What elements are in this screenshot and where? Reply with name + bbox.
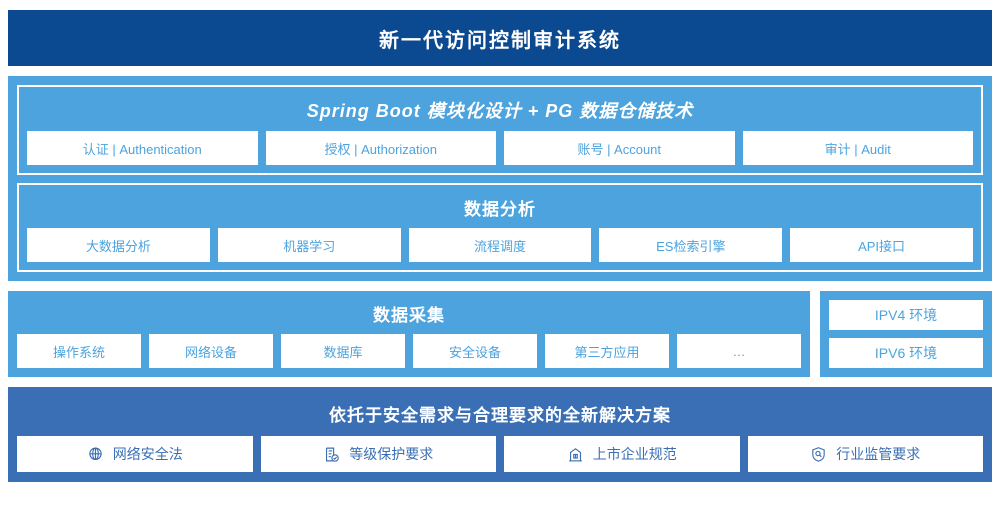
modules-subpanel: Spring Boot 模块化设计 + PG 数据仓储技术 认证 | Authe… — [17, 85, 983, 175]
collection-chip-list: 操作系统 网络设备 数据库 安全设备 第三方应用 … — [17, 334, 801, 368]
analysis-chip-list: 大数据分析 机器学习 流程调度 ES检索引擎 API接口 — [27, 228, 973, 262]
compliance-panel-title: 依托于安全需求与合理要求的全新解决方案 — [329, 406, 671, 425]
compliance-chip-industry-regulation[interactable]: 行业监管要求 — [747, 436, 983, 472]
collection-chip[interactable]: 安全设备 — [413, 334, 537, 368]
compliance-chip-classified-protection[interactable]: 等级保护要求 — [260, 436, 496, 472]
page-title: 新一代访问控制审计系统 — [379, 29, 621, 52]
analysis-chip[interactable]: 机器学习 — [217, 228, 401, 262]
analysis-chip[interactable]: ES检索引擎 — [599, 228, 783, 262]
analysis-chip[interactable]: API接口 — [790, 228, 973, 262]
compliance-chip-label: 等级保护要求 — [349, 446, 434, 462]
collection-panel-title: 数据采集 — [373, 306, 445, 325]
module-chip[interactable]: 账号 | Account — [504, 131, 735, 165]
spacer — [8, 66, 992, 76]
compliance-chip-cybersecurity-law[interactable]: 网络安全法 — [17, 436, 253, 472]
globe-icon — [87, 446, 104, 463]
ip-environment-panel: IPV4 环境 IPV6 环境 — [820, 291, 992, 377]
collection-chip-more[interactable]: … — [677, 334, 801, 368]
document-check-icon — [323, 446, 340, 463]
collection-chip[interactable]: 第三方应用 — [545, 334, 669, 368]
analysis-chip[interactable]: 流程调度 — [408, 228, 592, 262]
modules-panel-title: Spring Boot 模块化设计 + PG 数据仓储技术 — [306, 101, 694, 121]
collection-row: 数据采集 操作系统 网络设备 数据库 安全设备 第三方应用 … IPV4 环境 … — [8, 291, 992, 377]
module-chip[interactable]: 认证 | Authentication — [27, 131, 258, 165]
analysis-chip[interactable]: 大数据分析 — [27, 228, 210, 262]
shield-search-icon — [810, 446, 827, 463]
collection-chip[interactable]: 数据库 — [281, 334, 405, 368]
module-chip[interactable]: 授权 | Authorization — [265, 131, 496, 165]
compliance-chip-label: 网络安全法 — [112, 446, 183, 462]
spacer — [8, 377, 992, 387]
data-collection-panel: 数据采集 操作系统 网络设备 数据库 安全设备 第三方应用 … — [8, 291, 810, 377]
spacer — [8, 281, 992, 291]
analysis-panel-title: 数据分析 — [464, 200, 536, 219]
compliance-panel: 依托于安全需求与合理要求的全新解决方案 网络安全法 — [8, 387, 992, 482]
collection-chip[interactable]: 网络设备 — [149, 334, 273, 368]
analysis-subpanel: 数据分析 大数据分析 机器学习 流程调度 ES检索引擎 API接口 — [17, 183, 983, 272]
modules-chip-list: 认证 | Authentication 授权 | Authorization 账… — [27, 131, 973, 165]
module-chip[interactable]: 审计 | Audit — [742, 131, 973, 165]
compliance-chip-label: 行业监管要求 — [836, 446, 921, 462]
compliance-chip-label: 上市企业规范 — [592, 446, 677, 462]
ipv6-chip[interactable]: IPV6 环境 — [829, 338, 983, 368]
ipv4-chip[interactable]: IPV4 环境 — [829, 300, 983, 330]
architecture-panel: Spring Boot 模块化设计 + PG 数据仓储技术 认证 | Authe… — [8, 76, 992, 281]
page-header: 新一代访问控制审计系统 — [8, 10, 992, 66]
bank-building-icon — [567, 446, 584, 463]
collection-chip[interactable]: 操作系统 — [17, 334, 141, 368]
compliance-chip-list: 网络安全法 等级保护要求 — [17, 436, 983, 472]
compliance-chip-listed-company[interactable]: 上市企业规范 — [504, 436, 740, 472]
